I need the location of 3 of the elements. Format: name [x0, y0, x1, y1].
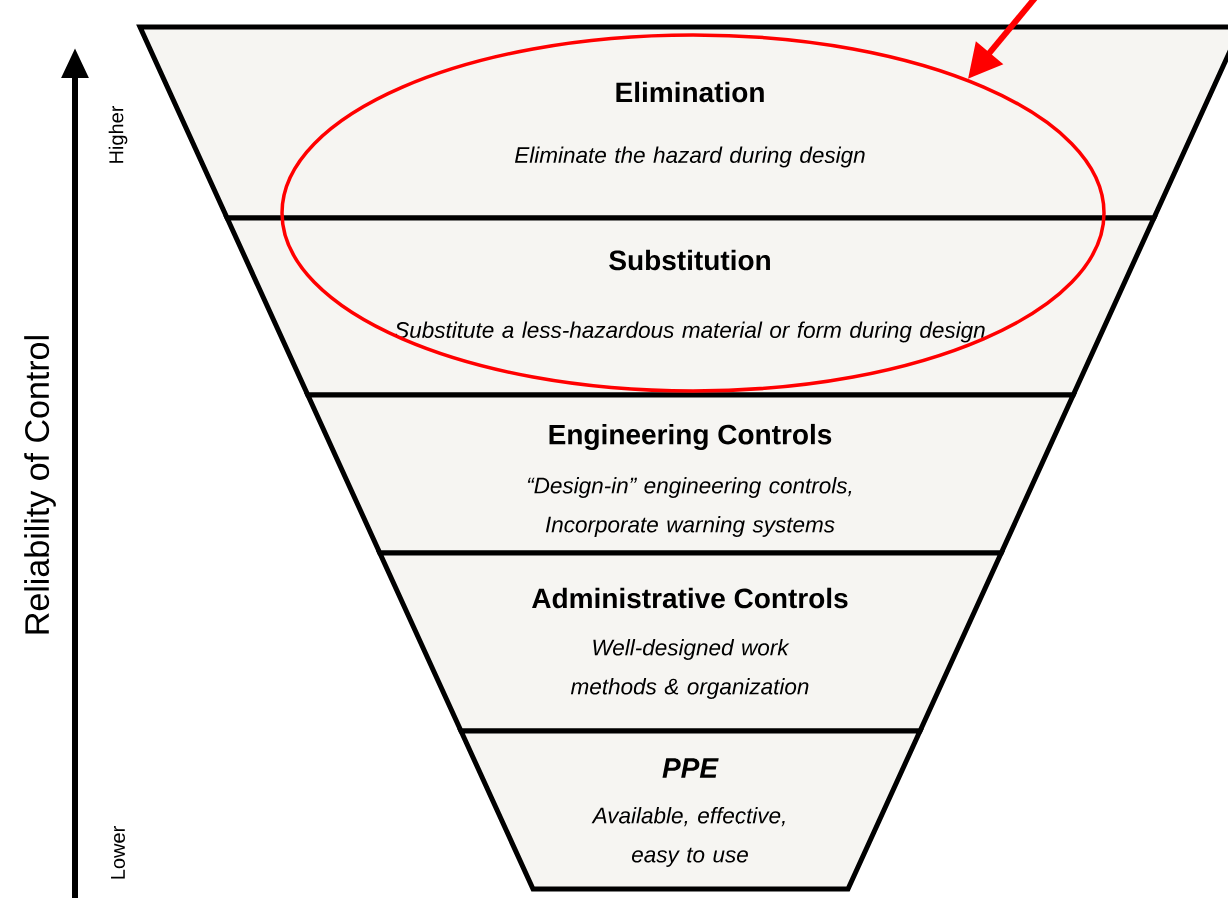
axis-end-label: Lower [111, 826, 125, 879]
axis-label: Reliability of Control [24, 336, 56, 634]
highlight-ellipse [280, 33, 1106, 393]
